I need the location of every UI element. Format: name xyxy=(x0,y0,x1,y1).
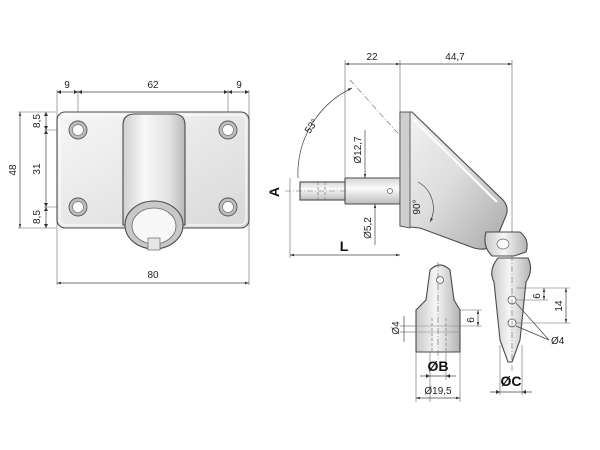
dim-arrows xyxy=(44,112,48,228)
dim-top-middle: 62 xyxy=(147,80,159,91)
mounting-hole xyxy=(68,120,88,140)
label-a: A xyxy=(266,187,282,197)
dim-top-left: 9 xyxy=(64,80,70,91)
leader-line xyxy=(515,302,550,341)
dim-hole-spacing: 31 xyxy=(32,163,43,175)
fork-b-eye xyxy=(436,276,444,284)
tube-slot xyxy=(147,237,161,251)
ball-socket xyxy=(484,231,528,257)
mounting-hole xyxy=(218,120,238,140)
dim-top-left-width: 22 xyxy=(366,52,378,63)
dim-b-hole-diameter: Ø4 xyxy=(391,321,402,335)
dim-b-depth: 6 xyxy=(466,317,477,323)
dim-bottom-width: 80 xyxy=(147,270,159,281)
dim-overall-height: 48 xyxy=(8,164,19,176)
mounting-hole xyxy=(218,197,238,217)
dim-hole-offset-bottom: 8,5 xyxy=(32,210,43,224)
label-l: L xyxy=(340,238,349,254)
bracket-plate xyxy=(399,111,411,229)
angle-arc xyxy=(417,181,434,223)
dim-hole-offset-top: 8,5 xyxy=(32,114,43,128)
angle-top: 53° xyxy=(303,117,321,136)
dim-c-holes-diameter: Ø4 xyxy=(551,336,565,347)
dim-b-outer-diameter: Ø19,5 xyxy=(424,386,452,397)
shaft-hole xyxy=(387,188,393,194)
dim-top-right-width: 44,7 xyxy=(445,52,465,63)
dim-c-offset-first: 6 xyxy=(532,293,543,299)
mounting-hole xyxy=(68,197,88,217)
fork-c xyxy=(491,255,532,372)
leader-line xyxy=(515,325,550,341)
dim-c-offset-total: 14 xyxy=(554,300,565,312)
front-view: 9 62 9 80 48 8,5 31 8,5 xyxy=(8,80,250,285)
angle-right: 90° xyxy=(412,199,423,214)
label-c: ØC xyxy=(501,373,522,389)
central-tube xyxy=(122,113,186,226)
label-b: ØB xyxy=(428,358,449,374)
dim-top-right: 9 xyxy=(236,80,242,91)
side-view: 22 44,7 53° L A Ø12,7 Ø5,2 90° xyxy=(266,52,570,395)
detail-b: Ø4 6 ØB Ø19,5 xyxy=(391,262,482,402)
dim-shaft-diameter: Ø12,7 xyxy=(353,136,364,164)
angle-arc xyxy=(297,87,353,179)
dim-pin-diameter: Ø5,2 xyxy=(363,217,374,239)
bracket-arm xyxy=(399,111,508,250)
bracket-highlight xyxy=(413,119,498,203)
